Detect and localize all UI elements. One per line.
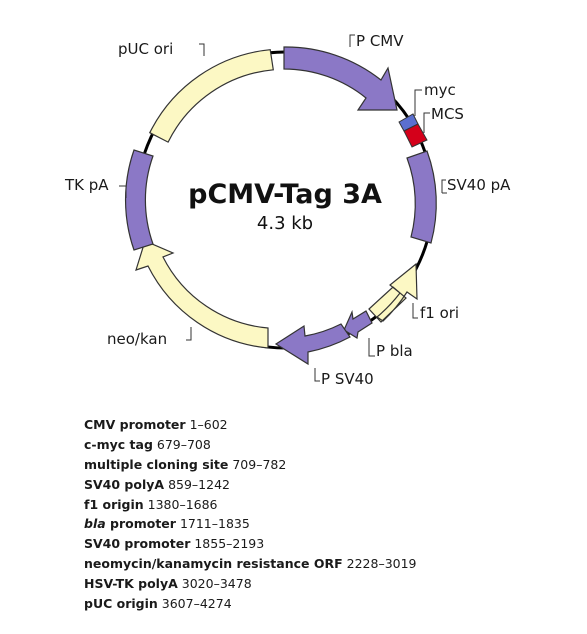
feature-name: f1 origin [84, 497, 144, 512]
feature-name: multiple cloning site [84, 457, 228, 472]
legend-row: CMV promoter 1–602 [84, 415, 564, 435]
feature-range: 1711–1835 [179, 516, 250, 532]
legend-row: SV40 promoter 1855–2193 [84, 534, 564, 554]
tk-pa-leader [119, 185, 127, 198]
mcs-leader [423, 112, 430, 133]
feature-name: SV40 promoter [84, 536, 190, 551]
feature-range: 3607–4274 [161, 596, 232, 612]
puc-ori-leader [199, 43, 205, 56]
feature-range: 1380–1686 [147, 496, 218, 512]
feature-name-text: CMV promoter [84, 417, 186, 432]
f1-ori-arrow [368, 262, 418, 323]
feature-name-italic: bla [84, 516, 106, 532]
mcs-label: MCS [431, 105, 464, 123]
feature-name: neomycin/kanamycin resistance ORF [84, 556, 343, 571]
sv40-pa-segment [406, 150, 437, 244]
sv40-pa-leader [441, 179, 447, 194]
p-sv40-label: P SV40 [321, 370, 374, 388]
feature-name-text: SV40 polyA [84, 476, 165, 492]
feature-name: pUC origin [84, 596, 158, 611]
feature-range: 709–782 [232, 456, 287, 472]
legend-row: bla promoter 1711–1835 [84, 514, 564, 534]
tk-pa-segment [124, 149, 154, 251]
myc-leader [414, 89, 422, 116]
legend-row: c-myc tag 679–708 [84, 435, 564, 455]
feature-name: CMV promoter [84, 417, 186, 432]
p-bla-arrow [343, 309, 373, 339]
plasmid-name: pCMV-Tag 3A [188, 179, 382, 210]
legend-row: SV40 polyA 859–1242 [84, 475, 564, 495]
feature-name-text: promoter [105, 516, 176, 532]
p-cmv-arrow [283, 46, 398, 111]
plasmid-map: P CMV pUC ori myc MCS SV40 pA f1 ori P b… [64, 32, 511, 388]
feature-range: 859–1242 [168, 476, 230, 492]
p-sv40-leader [314, 368, 320, 382]
plasmid-size: 4.3 kb [257, 213, 313, 234]
feature-range: 1855–2193 [194, 536, 265, 552]
legend-row: HSV-TK polyA 3020–3478 [84, 574, 564, 594]
sv40-pa-label: SV40 pA [447, 176, 511, 194]
tk-pa-label: TK pA [64, 176, 109, 194]
neo-kan-label: neo/kan [107, 330, 167, 348]
legend-row: neomycin/kanamycin resistance ORF 2228–3… [84, 554, 564, 574]
feature-name-text: f1 origin [84, 496, 144, 512]
feature-name-text: c-myc tag [84, 436, 153, 452]
feature-name-text: multiple cloning site [84, 456, 229, 472]
puc-ori-segment [148, 49, 274, 143]
p-cmv-leader [349, 34, 355, 47]
feature-name-text: neomycin/kanamycin resistance ORF [84, 556, 343, 572]
feature-name: HSV-TK polyA [84, 576, 178, 591]
feature-name: SV40 polyA [84, 477, 164, 492]
neo-kan-leader [186, 327, 192, 341]
f1-ori-leader [412, 303, 418, 319]
p-cmv-label: P CMV [356, 32, 404, 50]
feature-name: c-myc tag [84, 437, 153, 452]
feature-name-text: pUC origin [84, 596, 158, 612]
feature-range: 2228–3019 [346, 556, 417, 572]
legend-row: multiple cloning site 709–782 [84, 455, 564, 475]
p-bla-leader [368, 338, 375, 357]
legend-row: f1 origin 1380–1686 [84, 495, 564, 515]
f1-ori-label: f1 ori [420, 304, 459, 322]
p-sv40-arrow [274, 323, 351, 366]
feature-name-text: HSV-TK polyA [84, 576, 178, 592]
feature-range: 1–602 [189, 417, 228, 432]
legend-row: pUC origin 3607–4274 [84, 594, 564, 614]
feature-range: 679–708 [156, 436, 211, 452]
feature-range: 3020–3478 [181, 576, 252, 592]
feature-name-text: SV40 promoter [84, 536, 191, 552]
myc-label: myc [424, 81, 456, 99]
puc-ori-label: pUC ori [118, 40, 173, 58]
feature-name: bla promoter [84, 516, 176, 531]
mcs-block [403, 123, 428, 148]
p-bla-label: P bla [376, 342, 413, 360]
